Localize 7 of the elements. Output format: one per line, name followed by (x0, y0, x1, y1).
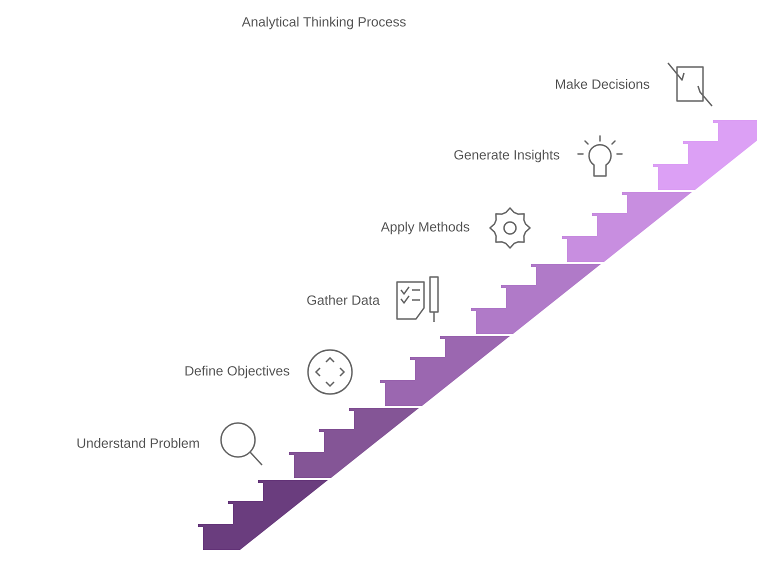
step-label: Understand Problem (78, 438, 199, 448)
step-label: Define Objectives (186, 366, 290, 378)
step-label: Gather Data (307, 295, 380, 305)
step-label: Make Decisions (556, 79, 650, 89)
step-label: Generate Insights (454, 150, 560, 162)
step-label: Apply Methods (380, 222, 470, 234)
title: Analytical Thinking Process (242, 16, 406, 30)
